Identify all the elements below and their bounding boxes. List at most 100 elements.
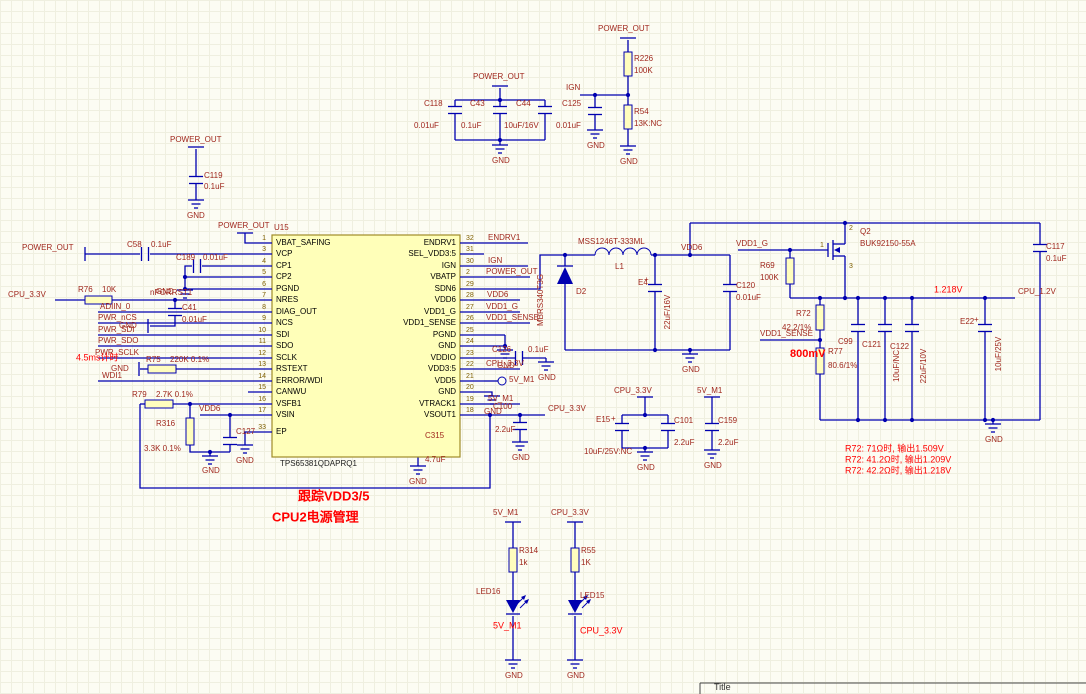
label[interactable]: NCS xyxy=(276,318,293,327)
label[interactable]: EP xyxy=(276,427,287,436)
label[interactable]: VDD1_G xyxy=(424,307,456,316)
label[interactable]: 26 xyxy=(466,315,474,322)
label[interactable]: 10uF/NC xyxy=(892,350,901,382)
label[interactable]: GND xyxy=(567,671,585,680)
label[interactable]: C121 xyxy=(862,340,882,349)
label[interactable]: MSS1246T-333ML xyxy=(578,237,645,246)
label[interactable]: 24 xyxy=(466,338,474,345)
label[interactable]: 1 xyxy=(820,242,824,249)
label[interactable]: 22uF/10V xyxy=(919,348,928,383)
label[interactable]: 15 xyxy=(258,384,266,391)
label[interactable]: 1 xyxy=(262,235,266,242)
label[interactable]: 25 xyxy=(466,327,474,334)
label[interactable]: PWR_SCLK xyxy=(95,348,140,357)
label[interactable]: 22 xyxy=(466,361,474,368)
label[interactable]: 10uF/16V xyxy=(504,121,539,130)
gnd-symbol[interactable] xyxy=(188,199,204,209)
wire[interactable] xyxy=(189,445,230,453)
label[interactable]: 5V_M1 xyxy=(697,386,723,395)
gnd-symbol[interactable] xyxy=(985,423,1001,433)
label[interactable]: R226 xyxy=(634,54,654,63)
label[interactable]: 21 xyxy=(466,373,474,380)
capacitor-body[interactable] xyxy=(723,283,737,293)
resistor-body[interactable] xyxy=(815,304,825,331)
resistor-body[interactable] xyxy=(147,364,177,374)
label[interactable]: 5V_M1 xyxy=(493,620,522,630)
label[interactable]: POWER_OUT xyxy=(486,267,538,276)
label[interactable]: 0.1uF xyxy=(151,240,172,249)
label[interactable]: CPU_3.3V xyxy=(551,508,589,517)
label[interactable]: BUK92150-55A xyxy=(860,239,916,248)
label[interactable]: IGN xyxy=(488,256,502,265)
label[interactable]: 42.2/1% xyxy=(782,323,811,332)
label[interactable]: PGND xyxy=(433,330,456,339)
label[interactable]: VDD1_SENSE xyxy=(486,313,539,322)
label[interactable]: 0.1uF xyxy=(204,182,225,191)
gnd-symbol[interactable] xyxy=(512,441,528,451)
label[interactable]: E4 xyxy=(638,278,648,287)
label[interactable]: VDD5 xyxy=(435,376,457,385)
label[interactable]: IGN xyxy=(442,261,456,270)
label[interactable]: C122 xyxy=(890,342,910,351)
label[interactable]: VCP xyxy=(276,249,292,258)
label[interactable]: GND xyxy=(505,671,523,680)
label[interactable]: POWER_OUT xyxy=(473,72,525,81)
capacitor-body[interactable] xyxy=(1033,243,1047,253)
resistor-body[interactable] xyxy=(570,547,580,573)
label[interactable]: VSOUT1 xyxy=(424,410,457,419)
label[interactable]: R75 xyxy=(146,355,161,364)
capacitor-body[interactable] xyxy=(978,323,992,333)
label[interactable]: 800mV xyxy=(790,348,826,360)
label[interactable]: VDD3:5 xyxy=(428,364,457,373)
label[interactable]: VDD1_SENSE xyxy=(403,318,456,327)
label[interactable]: SDN6 xyxy=(435,284,457,293)
label[interactable]: 4 xyxy=(262,258,266,265)
label[interactable]: GND xyxy=(236,456,254,465)
label[interactable]: 0.01uF xyxy=(556,121,581,130)
capacitor-body[interactable] xyxy=(661,422,675,432)
resistor-body[interactable] xyxy=(508,547,518,573)
label[interactable]: LED15 xyxy=(580,591,605,600)
gnd-symbol[interactable] xyxy=(484,395,500,405)
label[interactable]: 10uF/25V:NC xyxy=(584,447,632,456)
label[interactable]: SDI xyxy=(276,330,289,339)
label[interactable]: VSFB1 xyxy=(276,399,302,408)
label[interactable]: 4.5ms计时 xyxy=(76,351,119,362)
label[interactable]: 14 xyxy=(258,373,266,380)
label[interactable]: GND xyxy=(497,361,515,370)
label[interactable]: 0.01uF xyxy=(736,293,761,302)
label[interactable]: 18 xyxy=(466,407,474,414)
label[interactable]: VDD6 xyxy=(435,295,457,304)
label[interactable]: 22uF/16V xyxy=(663,294,672,329)
label[interactable]: E22 xyxy=(960,317,975,326)
label[interactable]: U15 xyxy=(274,223,289,232)
power-port-5V_M1[interactable] xyxy=(497,376,507,386)
label[interactable]: SEL_VDD3:5 xyxy=(408,249,456,258)
mosfet-body[interactable] xyxy=(827,240,840,260)
gnd-symbol[interactable] xyxy=(505,659,521,669)
label[interactable]: 3 xyxy=(262,246,266,253)
label[interactable]: 2.2uF xyxy=(495,425,516,434)
label[interactable]: C101 xyxy=(674,416,694,425)
label[interactable]: 20 xyxy=(466,384,474,391)
label[interactable]: 17 xyxy=(258,407,266,414)
label[interactable]: GND xyxy=(620,157,638,166)
label[interactable]: R72: 71Ω时, 输出1.509V xyxy=(845,442,944,453)
label[interactable]: Q2 xyxy=(860,227,871,236)
label[interactable]: NRES xyxy=(276,295,298,304)
label[interactable]: 23 xyxy=(466,350,474,357)
label[interactable]: nPORRST1 xyxy=(150,288,193,297)
label[interactable]: CANWU xyxy=(276,387,306,396)
label[interactable]: 2.2uF xyxy=(674,438,695,447)
label[interactable]: 32 xyxy=(466,235,474,242)
capacitor-body[interactable] xyxy=(705,422,719,432)
label[interactable]: CPU_3.3V xyxy=(8,290,46,299)
label[interactable]: VSIN xyxy=(276,410,295,419)
label[interactable]: D2 xyxy=(576,287,587,296)
label[interactable]: WDI1 xyxy=(102,371,123,380)
label[interactable]: VDD6 xyxy=(487,290,509,299)
label[interactable]: 2.7K 0.1% xyxy=(156,390,193,399)
label[interactable]: 跟踪VDD3/5 xyxy=(298,488,370,503)
label[interactable]: 1.218V xyxy=(934,284,963,294)
label[interactable]: VDD6 xyxy=(199,404,221,413)
